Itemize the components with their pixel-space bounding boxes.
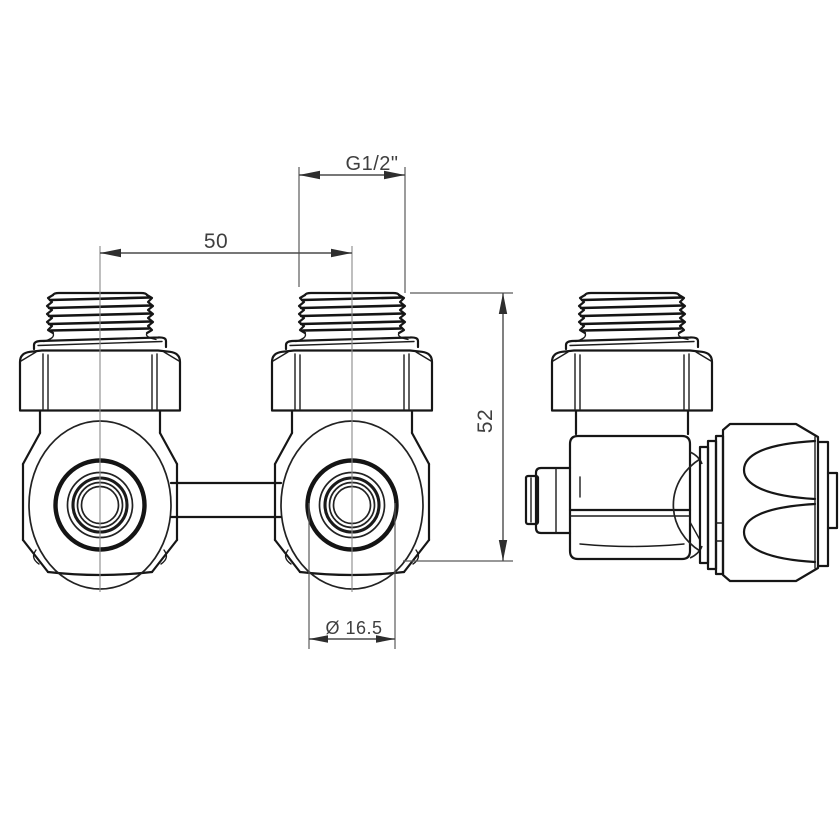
dimension-label-center-distance: 50: [204, 230, 228, 253]
arrow-left: [100, 248, 121, 258]
front-view: [18, 246, 434, 592]
side-valve-thread-union: [550, 291, 714, 412]
dimension-label-thread-size: G1/2": [346, 153, 399, 175]
arrow-left: [299, 170, 320, 180]
dimension-overall-height: 52: [403, 292, 513, 562]
connecting-bar: [169, 481, 283, 519]
outlet-horn: [672, 451, 703, 559]
presetting-spindle: [524, 466, 572, 535]
compression-rings: [698, 434, 725, 576]
side-valve-body: [568, 409, 692, 561]
dimension-bore-diameter: Ø 16.5: [308, 503, 396, 649]
arrow-top: [498, 293, 508, 314]
compression-nut: [721, 422, 839, 583]
arrow-right: [331, 248, 352, 258]
dimension-label-bore-diameter: Ø 16.5: [325, 618, 382, 638]
side-view: [524, 291, 839, 583]
dimension-thread-size: G1/2": [298, 153, 406, 293]
arrow-bottom: [498, 540, 508, 561]
dimension-label-overall-height: 52: [474, 409, 497, 433]
arrow-right: [376, 635, 395, 643]
dimension-center-distance: 50: [100, 230, 352, 258]
arrow-right: [384, 170, 405, 180]
arrow-left: [309, 635, 328, 643]
